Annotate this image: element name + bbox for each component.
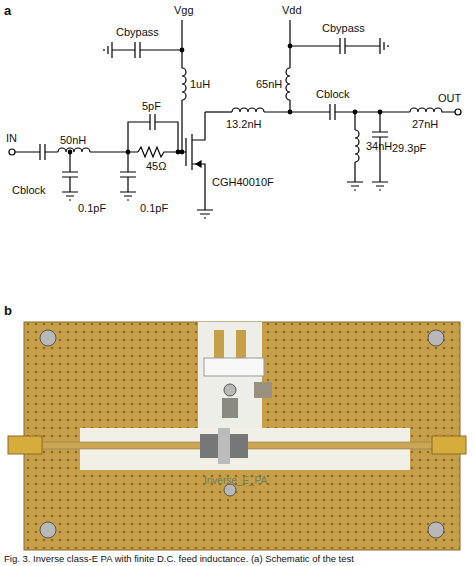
component-label: 0.1pF xyxy=(78,202,106,215)
wire xyxy=(181,100,182,152)
inductor-symbol xyxy=(232,108,264,112)
inductor-symbol xyxy=(286,68,290,100)
inductor-symbol xyxy=(355,130,359,162)
transistor-symbol xyxy=(186,112,213,218)
component-label: 27nH xyxy=(412,118,438,131)
component-label: 50nH xyxy=(60,134,86,147)
shunt-capacitor xyxy=(62,152,78,200)
screws xyxy=(40,330,444,538)
transistor-arrow xyxy=(196,161,201,167)
component-label: Vdd xyxy=(282,4,302,17)
inductor-symbol xyxy=(182,68,186,100)
component-label: 65nH xyxy=(256,78,282,91)
inductor-symbol xyxy=(410,108,455,112)
board-marking: Inverse_E_PA xyxy=(204,474,267,487)
figure-caption: Fig. 3. Inverse class-E PA with finite D… xyxy=(4,553,354,565)
component-label: 13.2nH xyxy=(226,118,261,131)
component-label: 45Ω xyxy=(146,160,166,173)
component-label: Cblock xyxy=(12,184,46,197)
component-label: Cbypass xyxy=(116,26,159,39)
panel-letter: a xyxy=(4,4,11,17)
component-label: Vgg xyxy=(174,4,194,17)
component-label: Cbypass xyxy=(322,22,365,35)
stability-capacitor xyxy=(128,114,178,152)
inductor-symbol xyxy=(58,148,90,152)
component-label: Cblock xyxy=(316,88,350,101)
pcb-board xyxy=(24,322,460,550)
component-label: 5pF xyxy=(142,100,161,113)
board-photo xyxy=(0,318,474,552)
component-label: 34nH xyxy=(366,140,392,153)
component-label: OUT xyxy=(438,92,461,105)
output-terminal xyxy=(455,109,461,115)
header-connector xyxy=(204,358,264,376)
wire xyxy=(205,111,232,112)
schematic xyxy=(9,20,461,218)
wire xyxy=(354,112,355,130)
component-label: 29.3pF xyxy=(392,142,426,155)
bypass-capacitor xyxy=(290,20,388,68)
block-capacitor xyxy=(330,104,410,120)
shunt-capacitor xyxy=(120,152,136,200)
wire xyxy=(264,111,330,112)
panel-letter: b xyxy=(4,304,12,317)
component-label: CGH40010F xyxy=(212,176,274,189)
component-label: 1uH xyxy=(190,78,210,91)
ground-symbol xyxy=(347,162,363,190)
sma-connector xyxy=(8,436,42,454)
wire xyxy=(90,151,138,152)
input-terminal xyxy=(9,149,15,155)
wire xyxy=(289,100,290,112)
component-label: IN xyxy=(6,132,17,145)
component xyxy=(222,398,238,418)
component-label: 0.1pF xyxy=(140,202,168,215)
resistor-symbol xyxy=(138,147,186,157)
sma-connector xyxy=(432,436,466,454)
bypass-capacitor xyxy=(104,20,182,68)
capacitor-part xyxy=(254,382,272,398)
block-capacitor xyxy=(15,144,58,160)
